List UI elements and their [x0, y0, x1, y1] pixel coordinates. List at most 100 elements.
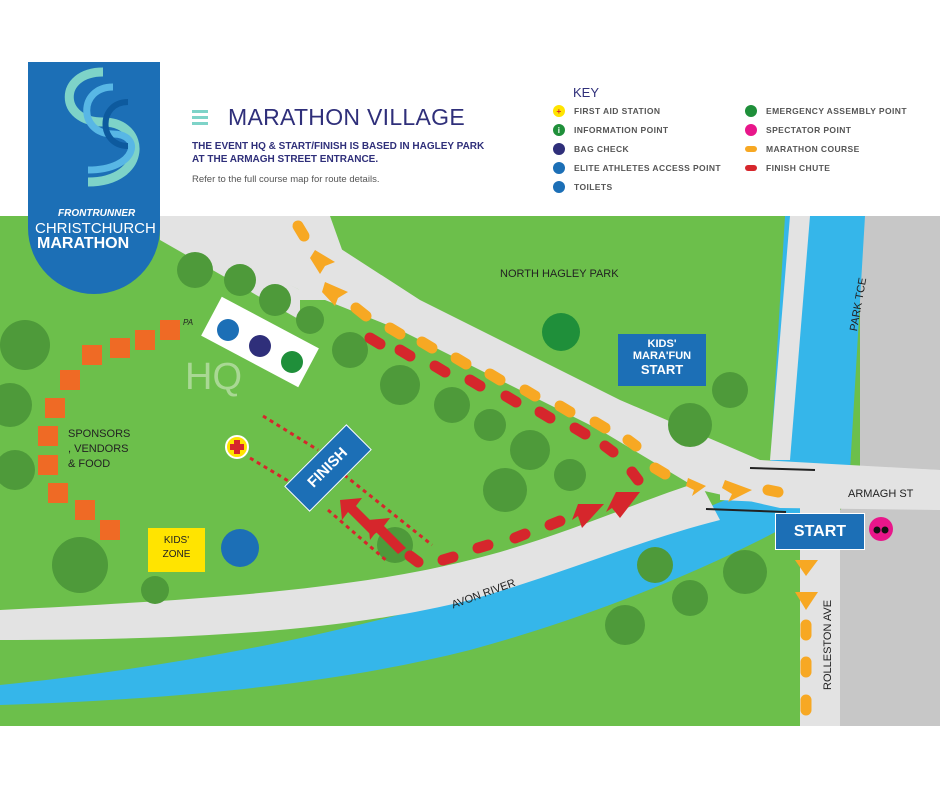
- binoculars-icon: [869, 517, 893, 541]
- tree: [0, 320, 50, 370]
- chute-dash: [394, 344, 416, 362]
- bag-icon: [249, 335, 271, 357]
- sponsors-label: SPONSORS , VENDORS & FOOD: [68, 428, 131, 470]
- course-arrow: [322, 282, 348, 306]
- course-dash: [589, 416, 611, 434]
- finish-chute: [364, 332, 644, 568]
- sponsor-block: [100, 520, 120, 540]
- course-arrow: [795, 560, 818, 576]
- tree: [0, 450, 35, 490]
- menu-lines-icon: [192, 110, 208, 128]
- tree: [434, 387, 470, 423]
- course-dash: [649, 462, 671, 480]
- logo-line2: MARATHON: [37, 235, 130, 252]
- road-edge-line: [749, 467, 816, 471]
- logo-brand: FRONTRUNNER: [58, 208, 136, 219]
- binocular-lens: [873, 526, 881, 534]
- path-armagh: [720, 460, 940, 510]
- orange-dash: [745, 143, 757, 155]
- binoculars-icon: [745, 124, 757, 136]
- red-dash: [745, 162, 757, 174]
- header-description: THE EVENT HQ & START/FINISH IS BASED IN …: [192, 141, 485, 165]
- key-label: FINISH CHUTE: [766, 163, 831, 173]
- chute-dash: [364, 332, 386, 350]
- kids-zone-label: KIDS' ZONE: [162, 535, 191, 560]
- course-dash: [622, 434, 642, 452]
- binocular-lens: [881, 526, 889, 534]
- chute-dash: [544, 515, 566, 531]
- key-label: MARATHON COURSE: [766, 144, 860, 154]
- logo-stripe: [83, 83, 135, 174]
- chute-dash: [404, 550, 424, 568]
- start-sign: START: [775, 513, 865, 550]
- kids-marafun-line2: MARA'FUN: [632, 350, 692, 362]
- chute-barrier: [327, 508, 389, 564]
- chute-arrow: [368, 518, 406, 554]
- bag-icon: [553, 143, 565, 155]
- path-park-tce: [770, 216, 810, 460]
- start-label: START: [793, 523, 847, 540]
- tree: [474, 409, 506, 441]
- key-label: TOILETS: [574, 182, 613, 192]
- kids-marafun-line1: KIDS': [647, 338, 677, 350]
- course-dash: [450, 352, 472, 370]
- key-item-elite: ELITE ATHLETES ACCESS POINT: [553, 162, 721, 174]
- sponsor-block: [38, 455, 58, 475]
- key-item-toilets: TOILETS: [553, 181, 721, 193]
- key-label: BAG CHECK: [574, 144, 630, 154]
- trees: [0, 252, 767, 645]
- rolleston-ave-label: ROLLESTON AVE: [822, 599, 834, 690]
- chute-dash: [429, 360, 451, 378]
- course-dash: [554, 400, 576, 418]
- hq-label: HQ: [185, 356, 242, 398]
- chute-dash: [464, 374, 486, 392]
- sponsor-block: [48, 483, 68, 503]
- tree: [723, 550, 767, 594]
- north-hagley-park-label: NORTH HAGLEY PARK: [500, 268, 619, 280]
- course-arrow: [686, 478, 706, 496]
- tree: [0, 383, 32, 427]
- chute-dash: [500, 390, 522, 408]
- toilet-icon: [221, 529, 259, 567]
- key-item-first-aid: +FIRST AID STATION: [553, 105, 721, 117]
- course-dash: [292, 220, 310, 242]
- dash-swatch: [745, 146, 757, 152]
- tree: [259, 284, 291, 316]
- logo-stripe: [102, 99, 129, 149]
- key-column-2: EMERGENCY ASSEMBLY POINT SPECTATOR POINT…: [745, 105, 907, 174]
- key-label: SPECTATOR POINT: [766, 125, 852, 135]
- avon-river: [0, 216, 865, 705]
- page-title: MARATHON VILLAGE: [228, 104, 465, 130]
- sponsor-block: [60, 370, 80, 390]
- assembly-icon: [542, 313, 580, 351]
- course-dash: [762, 484, 784, 498]
- info-icon: i: [553, 124, 565, 136]
- tree: [296, 306, 324, 334]
- kids-zone-sign: KIDS' ZONE: [148, 528, 205, 572]
- chute-arrows: [340, 492, 640, 554]
- tree: [637, 547, 673, 583]
- logo: FRONTRUNNER CHRISTCHURCH MARATHON: [28, 62, 160, 294]
- sponsor-block: [38, 426, 58, 446]
- key-label: ELITE ATHLETES ACCESS POINT: [574, 163, 721, 173]
- sponsor-block: [45, 398, 65, 418]
- course-dash: [519, 384, 541, 402]
- tree: [177, 252, 213, 288]
- key-label: EMERGENCY ASSEMBLY POINT: [766, 106, 907, 116]
- tree: [510, 430, 550, 470]
- tree: [141, 576, 169, 604]
- sponsor-blocks: [38, 320, 180, 540]
- marathon-course: [292, 220, 812, 716]
- road-edge-line: [705, 508, 787, 513]
- chute-arrow: [606, 492, 640, 518]
- tree: [483, 468, 527, 512]
- assembly-icon: [745, 105, 757, 117]
- tree: [224, 264, 256, 296]
- course-arrow: [310, 250, 335, 274]
- path-river: [0, 482, 720, 640]
- kids-marafun-line3: START: [640, 362, 684, 377]
- menu-line: [192, 116, 208, 119]
